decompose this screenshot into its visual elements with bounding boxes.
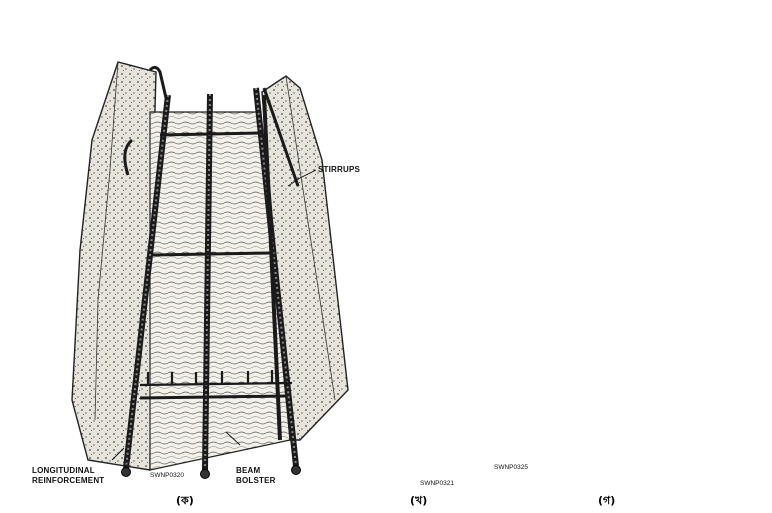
longitudinal-reinforcement-label-line2: REINFORCEMENT [32,476,105,485]
figure-b-code: SWNP0321 [420,480,454,487]
beam-bolster [139,370,293,387]
figure-c-code: SWNP0325 [494,464,528,471]
beam-bolster-label-line2: BOLSTER [236,476,276,485]
figure-a-code: SWNP0320 [150,472,184,479]
stirrups-label: STIRRUPS [318,165,361,174]
left-form-panel [71,61,157,471]
figure-a-caption: (ক) [176,494,194,507]
longitudinal-reinforcement-label-line1: LONGITUDINAL [32,466,95,475]
stirrups [123,65,300,400]
figure-a-beam-form [71,61,349,479]
figure-c-caption: (গ) [598,494,616,507]
figure-b-caption: (খ) [410,494,428,507]
longitudinal-bars [121,87,301,479]
beam-bolster-label-line1: BEAM [236,466,261,475]
